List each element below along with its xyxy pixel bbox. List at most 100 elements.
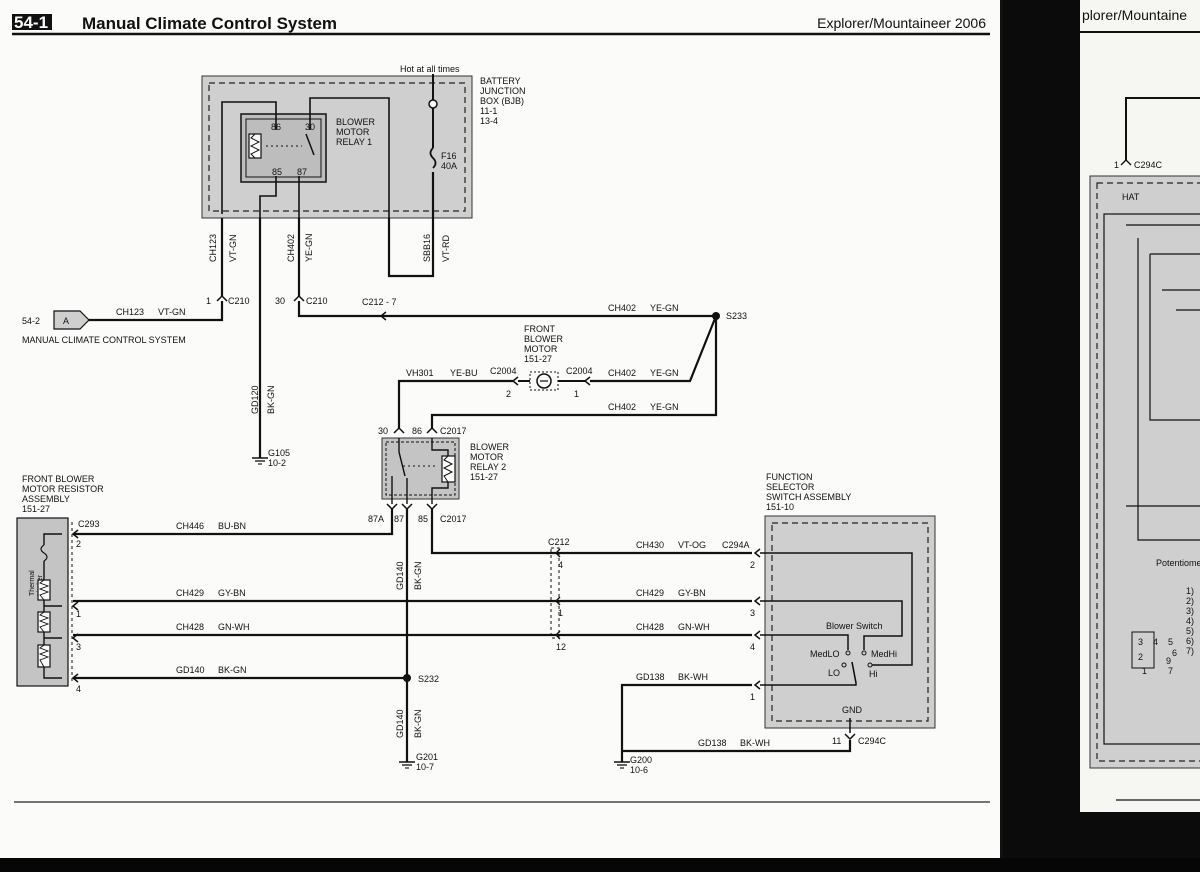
relay-2-contact-icon	[398, 451, 406, 477]
splice-s232-label: S232	[418, 674, 439, 684]
wire-ch429-label-right: CH429	[636, 588, 664, 598]
wire-gd140-label-upper: GD140	[395, 561, 405, 590]
page-number-block	[12, 14, 52, 30]
splice-s233-label: S233	[726, 311, 747, 321]
c294a-pin4-connector-icon	[753, 630, 761, 640]
c212-pin12: 12	[556, 642, 566, 652]
relay-2-label-1: BLOWER	[470, 442, 510, 452]
c212-pin1-connector-icon	[555, 596, 561, 606]
wire-ch402-motor-label: CH402	[608, 368, 636, 378]
thermal-limiter-icon	[40, 544, 48, 562]
fuse-icon	[429, 147, 437, 169]
fss-label-2: SELECTOR	[766, 482, 815, 492]
wire-gd140-color-upper: BK-GN	[413, 561, 423, 590]
relay-2-pin85-connector-icon	[426, 503, 438, 511]
thermal-label: Thermal	[29, 570, 36, 596]
relay-1-pin-85: 85	[272, 167, 282, 177]
mccs-label: MANUAL CLIMATE CONTROL SYSTEM	[22, 335, 186, 345]
splice-s232	[403, 674, 411, 682]
relay-2-pin-86: 86	[412, 426, 422, 436]
wire-ch402-relay2-color: YE-GN	[650, 402, 679, 412]
c210-pin30-connector-icon	[293, 294, 305, 302]
wire-gd140-label-lower: GD140	[395, 709, 405, 738]
c210-pin1: 1	[206, 296, 211, 306]
hot-at-all-times-label: Hot at all times	[400, 64, 460, 74]
bjb-label-1: BATTERY	[480, 76, 521, 86]
relay-1-label-3: RELAY 1	[336, 137, 372, 147]
c293-label: C293	[78, 519, 100, 529]
relay-1-label-1: BLOWER	[336, 117, 376, 127]
wire-ch123-horizontal	[88, 301, 224, 322]
ground-g201: G201 10-7	[399, 752, 438, 772]
fss-internal-ch430	[760, 552, 913, 666]
relay-2-label-3: RELAY 2	[470, 462, 506, 472]
g105-label: G105	[268, 448, 290, 458]
c210-label-2: C210	[306, 296, 328, 306]
wire-ch123-h-label: CH123	[116, 307, 144, 317]
switch-lo-label: LO	[828, 668, 840, 678]
relay-1-label-2: MOTOR	[336, 127, 370, 137]
c294a-pin4: 4	[750, 642, 755, 652]
wire-ch123-h-color: VT-GN	[158, 307, 186, 317]
fuse-label: F16	[441, 151, 457, 161]
wire-ch402-to-relay2	[430, 316, 718, 428]
wire-gd138-color-upper: BK-WH	[678, 672, 708, 682]
c294a-pin1: 1	[750, 692, 755, 702]
wire-ch430-color: VT-OG	[678, 540, 706, 550]
ground-g200: G200 10-6	[614, 755, 652, 775]
relay-2-pin87-connector-icon	[401, 503, 413, 511]
wire-ch428-color-left: GN-WH	[218, 622, 250, 632]
c294a-pin2: 2	[750, 560, 755, 570]
resistor-label-2: MOTOR RESISTOR	[22, 484, 104, 494]
wire-ch428-label-right: CH428	[636, 622, 664, 632]
c294c-pin11: 11	[832, 736, 841, 746]
resistor-1-zigzag	[38, 579, 50, 601]
g105-ref: 10-2	[268, 458, 286, 468]
switch-medhi-label: MedHi	[871, 649, 897, 659]
wire-ch446	[73, 509, 394, 536]
switch-medlo-label: MedLO	[810, 649, 840, 659]
c212-pin4: 4	[558, 560, 563, 570]
wire-ch123-label: CH123	[208, 234, 218, 262]
wire-ch402-h-label: CH402	[608, 303, 636, 313]
fss-internal-ch429	[760, 600, 903, 650]
switch-lo-contact-icon	[841, 662, 847, 668]
c294a-pin1-connector-icon	[753, 680, 761, 690]
c2004-left-label: C2004	[490, 366, 517, 376]
relay-2-pin-87: 87	[394, 514, 404, 524]
switch-wiper-icon	[851, 661, 857, 684]
relay-2-pin-30: 30	[378, 426, 388, 436]
g200-label: G200	[630, 755, 652, 765]
resistor-label-3: ASSEMBLY	[22, 494, 70, 504]
front-blower-motor-resistor-assembly: FRONT BLOWER MOTOR RESISTOR ASSEMBLY 151…	[16, 474, 104, 687]
relay-2-c2017-bottom: C2017	[440, 514, 467, 524]
fss-gnd-label: GND	[842, 705, 863, 715]
c2004-pin1: 1	[574, 389, 579, 399]
c293-pin1: 1	[76, 609, 81, 619]
bjb-label-3: BOX (BJB)	[480, 96, 524, 106]
wire-gd138-label-lower: GD138	[698, 738, 727, 748]
power-source-icon	[428, 99, 438, 109]
c294a-label: C294A	[722, 540, 750, 550]
page-number: 54-1	[14, 13, 48, 32]
c294a-pin3-connector-icon	[753, 596, 761, 606]
c210-pin30: 30	[275, 296, 285, 306]
wiring-diagram: 54-1 Manual Climate Control System Explo…	[12, 13, 990, 803]
battery-junction-box: BATTERY JUNCTION BOX (BJB) 11-1 13-4 Hot…	[201, 64, 526, 219]
relay-2-label-4: 151-27	[470, 472, 498, 482]
wire-gd138-color-lower: BK-WH	[740, 738, 770, 748]
ground-g105: G105 10-2	[252, 448, 290, 468]
motor-label-2: BLOWER	[524, 334, 564, 344]
bjb-dashed-outline	[208, 82, 466, 212]
offpage-page-ref: 54-2	[22, 316, 40, 326]
vehicle-title: Explorer/Mountaineer 2006	[817, 15, 986, 31]
g200-ref: 10-6	[630, 765, 648, 775]
motor-label-3: MOTOR	[524, 344, 558, 354]
c2004-right-label: C2004	[566, 366, 593, 376]
scan-edge	[0, 858, 1200, 872]
c212-pin1: 1	[558, 608, 563, 618]
relay-1-85-internal-wire	[259, 176, 277, 218]
resistor-label-1: FRONT BLOWER	[22, 474, 95, 484]
fss-internal-gd138	[760, 683, 857, 686]
wire-vh301	[397, 379, 513, 428]
